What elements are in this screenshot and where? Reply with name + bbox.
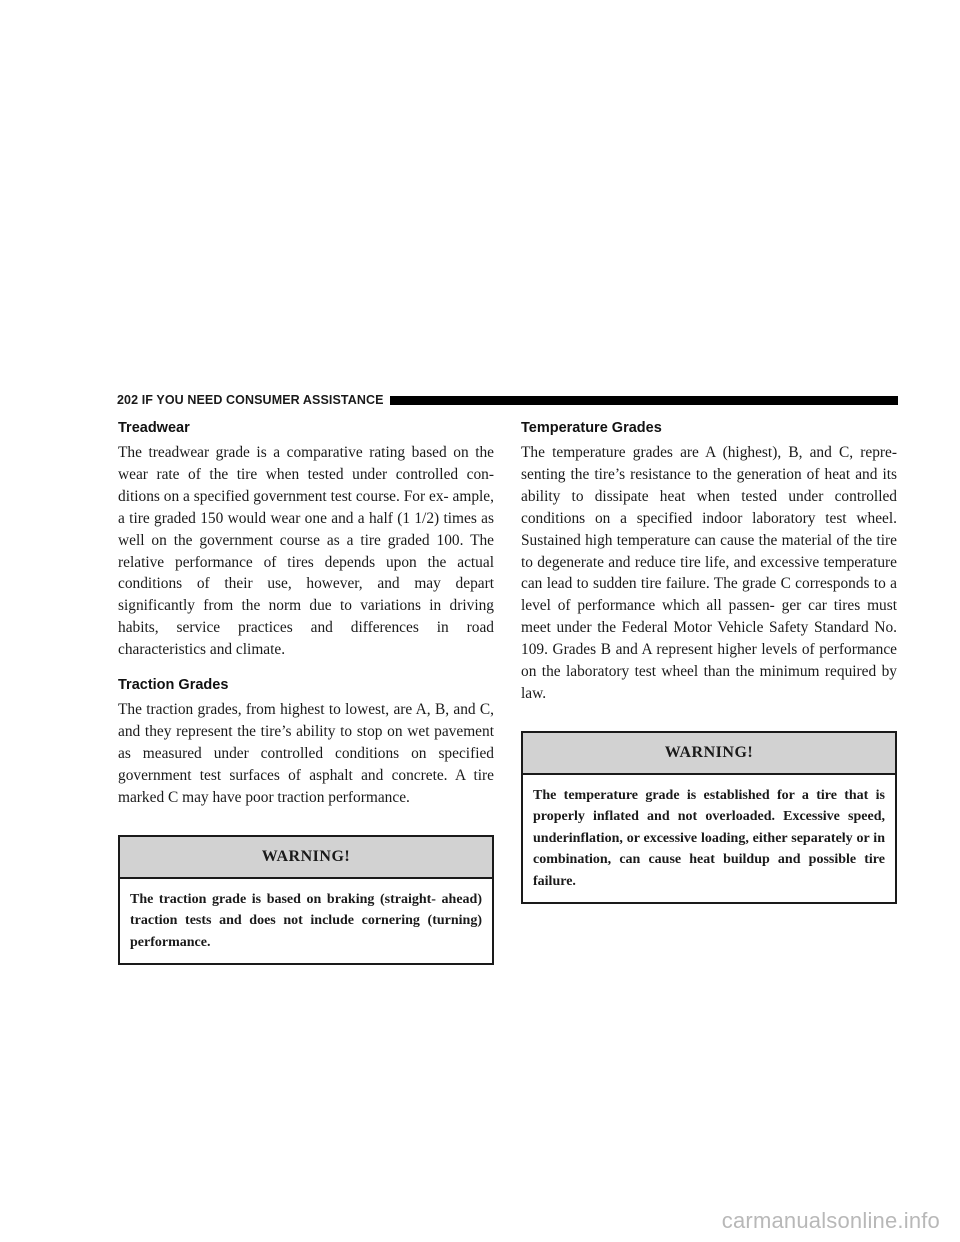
warning-title: WARNING! bbox=[120, 836, 492, 879]
traction-warning-box: WARNING! The traction grade is based on … bbox=[118, 834, 494, 966]
warning-title: WARNING! bbox=[523, 732, 895, 775]
page-number-title: 202 IF YOU NEED CONSUMER ASSISTANCE bbox=[117, 393, 384, 407]
temperature-paragraph: The temperature grades are A (highest), … bbox=[521, 444, 897, 702]
page-header: 202 IF YOU NEED CONSUMER ASSISTANCE bbox=[117, 391, 898, 409]
traction-heading: Traction Grades bbox=[118, 677, 229, 694]
temperature-heading: Temperature Grades bbox=[521, 420, 662, 436]
warning-text: The temperature grade is established for… bbox=[533, 787, 885, 889]
watermark: carmanualsonline.info bbox=[721, 1208, 940, 1233]
header-rule bbox=[389, 395, 898, 405]
traction-paragraph: The traction grades, from highest to low… bbox=[118, 701, 494, 806]
warning-text: The traction grade is based on braking (… bbox=[130, 891, 482, 950]
left-column: Treadwear The treadwear grade is a compa… bbox=[118, 418, 494, 966]
right-column: Temperature Grades The temperature grade… bbox=[521, 418, 897, 905]
temperature-warning-box: WARNING! The temperature grade is establ… bbox=[521, 730, 897, 905]
treadwear-heading: Treadwear bbox=[118, 420, 190, 436]
treadwear-paragraph: The treadwear grade is a comparative rat… bbox=[118, 444, 494, 659]
